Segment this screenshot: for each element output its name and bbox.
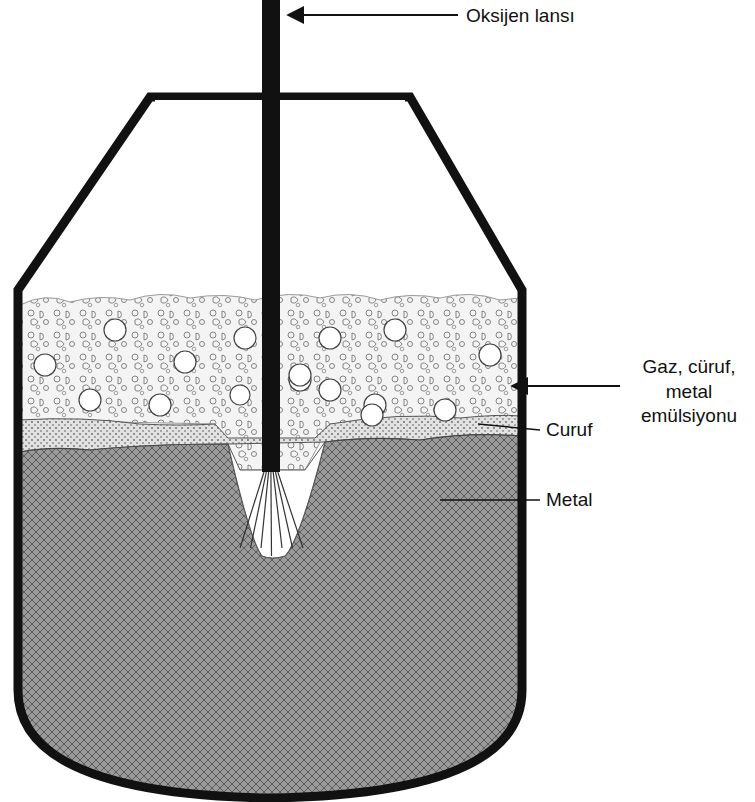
oxygen-lance xyxy=(262,0,280,472)
gas-bubble xyxy=(479,344,501,366)
leader-line xyxy=(478,424,540,430)
jet-line xyxy=(270,472,272,556)
gas-bubble xyxy=(104,319,126,341)
leader-arrow xyxy=(512,385,620,387)
callout-label: Curuf xyxy=(546,418,636,443)
callout-label: Gaz, cüruf, metal emülsiyonu xyxy=(627,355,751,429)
gas-bubble xyxy=(319,379,341,401)
leader-line xyxy=(440,499,540,501)
jet-line xyxy=(278,472,303,548)
gas-bubble xyxy=(319,327,341,349)
gas-bubble xyxy=(361,404,383,426)
gas-bubble xyxy=(434,399,456,421)
jet-line xyxy=(240,472,264,548)
gas-bubble xyxy=(230,385,250,405)
gas-bubble xyxy=(174,351,196,373)
gas-bubble xyxy=(34,354,56,376)
gas-bubble xyxy=(79,389,101,411)
metal-bath xyxy=(20,435,520,800)
jet-line xyxy=(261,472,269,548)
jet-line xyxy=(251,472,267,548)
gas-bubble xyxy=(384,319,406,341)
leader-arrow xyxy=(288,14,458,16)
callout-label: Oksijen lansı xyxy=(466,4,646,29)
oxygen-jet xyxy=(240,472,303,556)
gas-bubble xyxy=(234,327,256,349)
callout-label: Metal xyxy=(546,488,636,513)
gas-bubble xyxy=(149,394,171,416)
gas-bubble xyxy=(289,364,311,386)
